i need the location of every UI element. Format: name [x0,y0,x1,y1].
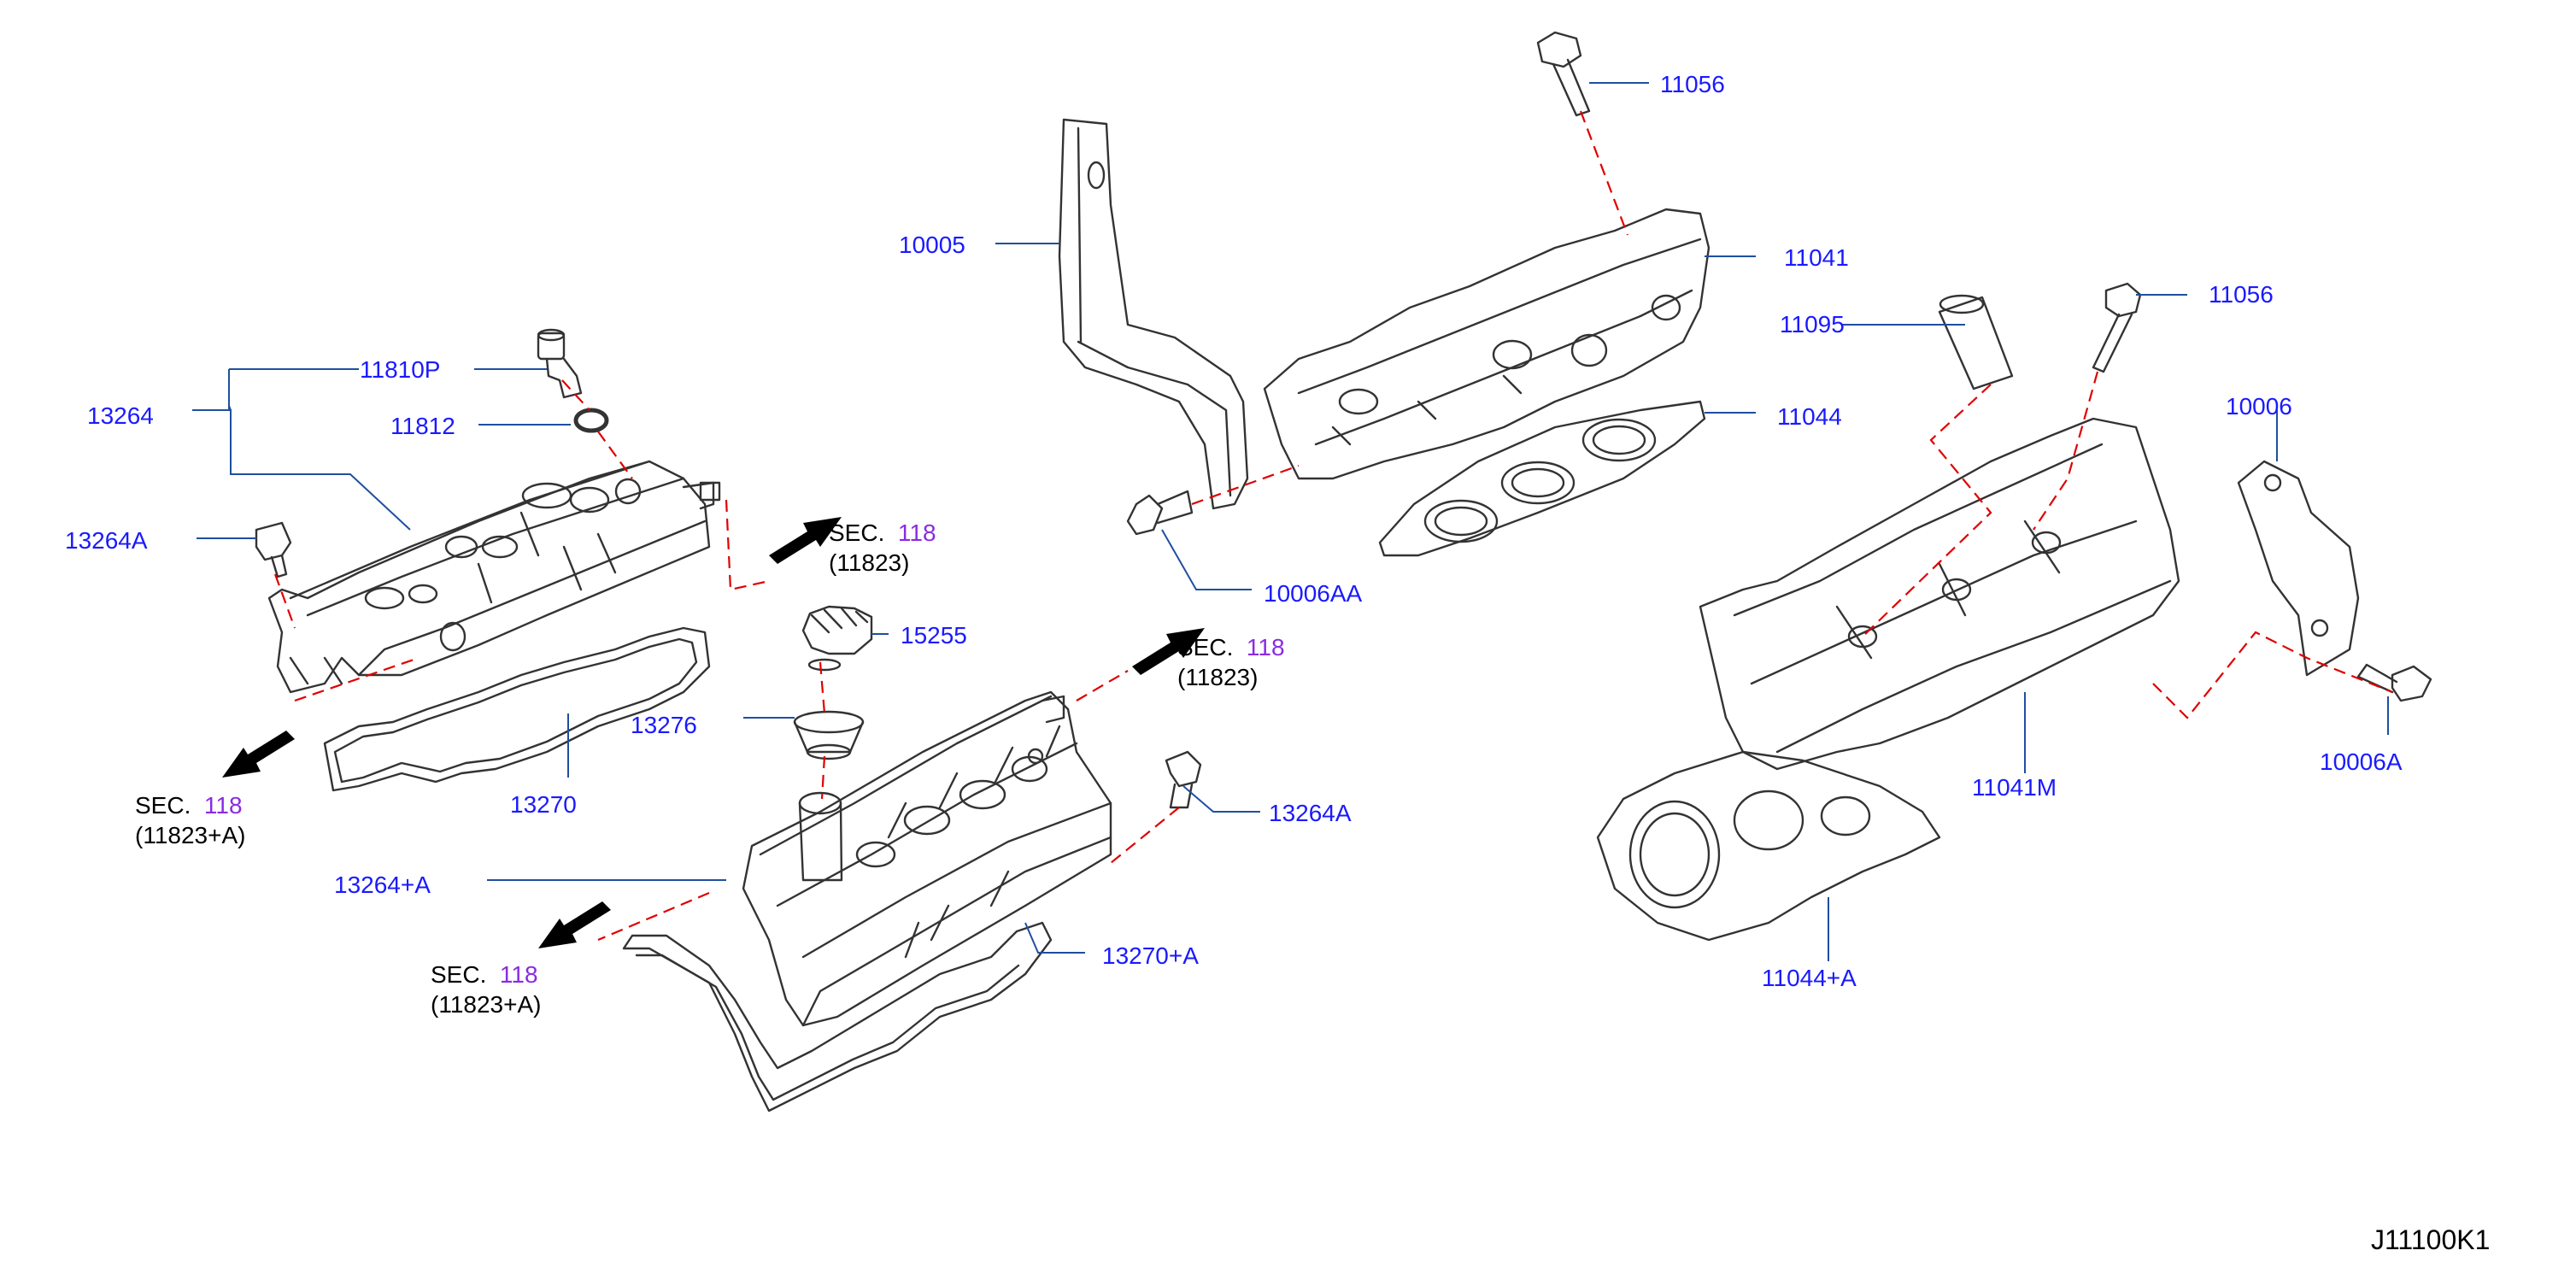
oil-cap-icon [801,605,873,672]
part-label-11812: 11812 [390,413,455,439]
dowel-11095 [1938,294,2014,390]
part-label-10006A: 10006A [2320,748,2403,775]
diagram-code: J11100K1 [2371,1224,2491,1255]
section-ref-upper-left: SEC. 118 (11823) [829,518,936,578]
rocker-cover-left [267,460,721,694]
part-label-13264A-mid: 13264A [1269,800,1352,826]
alignment-lines [273,110,2393,942]
cylinder-head-11041 [1263,208,1710,480]
part-label-11095: 11095 [1780,311,1845,338]
part-label-10006AA: 10006AA [1264,580,1363,607]
section-ref-lower-left: SEC. 118 (11823+A) [135,790,245,850]
bolt-icon [1536,31,1591,117]
filler-neck-seal [793,710,865,760]
arrow-icon [769,517,842,564]
bracket-10006 [2237,460,2360,677]
rocker-cover-right [742,690,1112,1027]
bolt-icon [1126,490,1194,536]
section-ref-label: SEC. [1177,634,1234,660]
section-ref-number: 118 [1246,634,1285,660]
arrow-icon [538,901,611,948]
section-ref-lower-middle: SEC. 118 (11823+A) [431,960,541,1019]
section-ref-label: SEC. [829,520,885,546]
bolt-icon [1165,750,1202,809]
part-label-13270+A: 13270+A [1102,942,1199,969]
bolt-icon [2092,282,2142,373]
section-ref-number: 118 [499,961,538,988]
part-label-11810P: 11810P [360,356,441,383]
arrow-group [222,517,1205,948]
bolt-icon [255,521,292,578]
valve-icon [537,328,583,399]
section-ref-label: SEC. [135,792,191,819]
arrow-icon [222,731,295,778]
oil-filler-neck [798,791,843,882]
part-label-13264A-left: 13264A [65,527,148,554]
rocker-cover-gasket-right [622,921,1053,1112]
part-label-10006: 10006 [2226,393,2292,420]
part-label-15255: 15255 [901,622,967,649]
part-label-11044+A: 11044+A [1762,965,1857,991]
part-label-10005: 10005 [899,232,965,258]
part-label-13264: 13264 [87,402,154,429]
part-label-11041M: 11041M [1972,774,2057,801]
leader-lines [192,82,2389,961]
section-ref-upper-right: SEC. 118 (11823) [1177,632,1285,692]
part-label-11044: 11044 [1777,403,1842,430]
section-ref-code: (11823+A) [431,991,542,1018]
section-ref-code: (11823) [829,549,910,576]
section-ref-number: 118 [897,520,936,546]
rocker-cover-gasket-left [323,626,711,792]
part-label-11041: 11041 [1784,244,1849,271]
head-gasket-11044 [1378,400,1706,557]
arrow-icon [1132,628,1205,675]
part-label-13264+A: 13264+A [334,872,431,898]
bracket-10005 [1058,118,1249,510]
part-label-11056-top: 11056 [1660,71,1725,97]
section-ref-code: (11823) [1177,664,1259,690]
o-ring-icon [573,408,609,433]
part-label-13270: 13270 [510,791,577,818]
section-ref-number: 118 [203,792,243,819]
part-label-13276: 13276 [631,712,697,738]
head-gasket-11044+A [1596,750,1941,942]
section-ref-code: (11823+A) [135,822,246,848]
cylinder-head-11041M [1699,417,2180,771]
part-label-11056-right: 11056 [2209,281,2274,308]
section-ref-label: SEC. [431,961,487,988]
